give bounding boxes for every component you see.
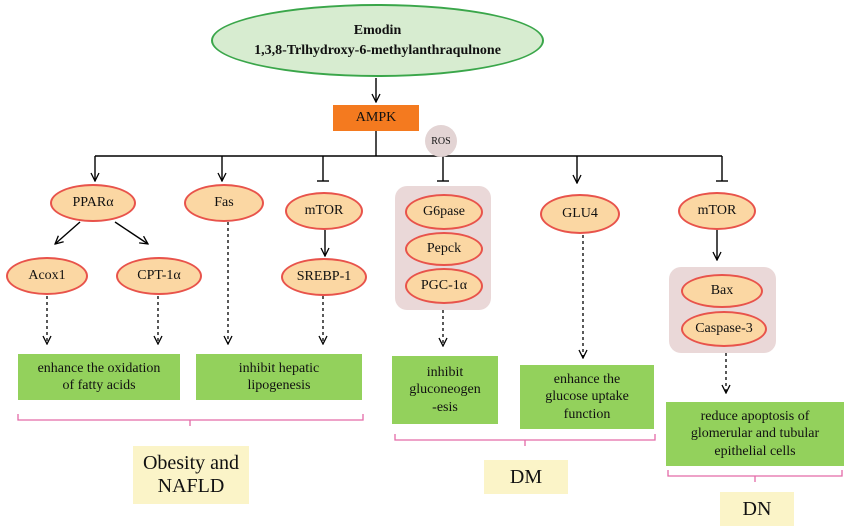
effect-inhibit-lipogenesis: inhibit hepatic lipogenesis <box>196 354 362 400</box>
acox1-node: Acox1 <box>6 257 88 295</box>
emodin-title-oval: Emodin 1,3,8-Trlhydroxy-6-methylanthraqu… <box>211 4 544 77</box>
bracket-dn <box>667 470 843 482</box>
effect-lipogenesis-line2: lipogenesis <box>247 378 311 393</box>
effect-lipogenesis-line1: inhibit hepatic <box>238 360 320 376</box>
fas-node: Fas <box>184 184 264 222</box>
arrow-ppara-to-cpt1a <box>114 221 148 244</box>
cpt1a-node: CPT-1α <box>116 257 202 295</box>
ppara-node: PPARα <box>50 184 136 222</box>
effect-glucose-uptake: enhance the glucose uptake function <box>520 365 654 429</box>
effect-oxidation-line2: of fatty acids <box>62 378 136 393</box>
effect-gluconeogenesis-line1: inhibit <box>426 364 464 380</box>
disease-dm: DM <box>484 460 568 494</box>
mtor-node-nafld: mTOR <box>285 192 363 230</box>
disease-obesity-line2: NAFLD <box>157 475 225 497</box>
emodin-name: Emodin <box>353 22 402 38</box>
effect-uptake-line2: glucose uptake <box>545 389 629 405</box>
ros-circle: ROS <box>425 125 457 157</box>
srebp1-node: SREBP-1 <box>281 258 367 296</box>
pepck-node: Pepck <box>405 232 483 266</box>
bracket-dm <box>394 434 656 446</box>
emodin-chemical-name: 1,3,8-Trlhydroxy-6-methylanthraqulnone <box>254 42 501 58</box>
bracket-obesity <box>17 414 364 426</box>
mtor-node-dn: mTOR <box>678 192 756 230</box>
effect-reduce-apoptosis: reduce apoptosis of glomerular and tubul… <box>666 402 844 466</box>
effect-oxidation-fatty-acids: enhance the oxidation of fatty acids <box>18 354 180 400</box>
effect-gluconeogenesis-line3: -esis <box>432 399 458 415</box>
effect-uptake-line1: enhance the <box>553 371 621 387</box>
effect-oxidation-line1: enhance the oxidation <box>37 360 161 376</box>
effect-apoptosis-line1: reduce apoptosis of <box>700 408 810 424</box>
disease-obesity-nafld: Obesity and NAFLD <box>133 446 249 504</box>
effect-apoptosis-line3: epithelial cells <box>714 443 796 459</box>
g6pase-node: G6pase <box>405 194 483 230</box>
disease-obesity-line1: Obesity and <box>142 452 240 474</box>
arrow-ppara-to-acox1 <box>55 221 81 244</box>
disease-dn: DN <box>720 492 794 526</box>
effect-inhibit-gluconeogenesis: inhibit gluconeogen -esis <box>392 356 498 424</box>
effect-uptake-line3: function <box>563 406 611 422</box>
pgc1a-node: PGC-1α <box>405 268 483 304</box>
effect-gluconeogenesis-line2: gluconeogen <box>409 382 481 398</box>
effect-apoptosis-line2: glomerular and tubular <box>690 426 820 442</box>
bax-node: Bax <box>681 274 763 308</box>
caspase3-node: Caspase-3 <box>681 311 767 347</box>
ampk-box: AMPK <box>333 105 419 131</box>
glu4-node: GLU4 <box>540 194 620 234</box>
